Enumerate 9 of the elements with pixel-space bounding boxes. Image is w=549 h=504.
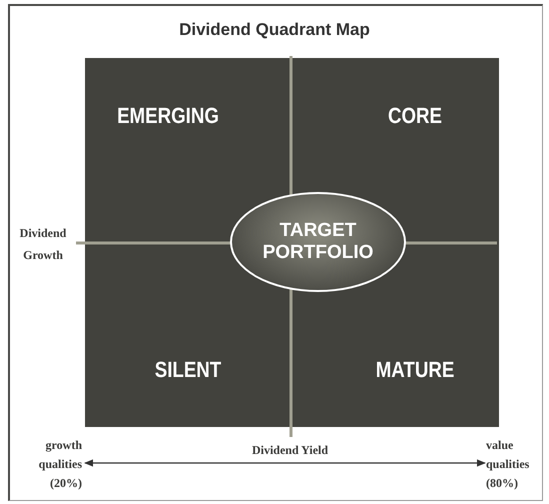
double-arrow	[84, 459, 486, 467]
quadrant-label: EMERGING	[117, 102, 219, 128]
quadrant-label: MATURE	[364, 357, 466, 383]
title: Dividend Quadrant Map	[178, 20, 371, 40]
axis-end-label: growth qualities (20%)	[10, 436, 82, 493]
axis-title: Dividend Growth	[18, 225, 68, 264]
quadrant-label: CORE	[364, 102, 466, 128]
quadrant-label: SILENT	[137, 357, 239, 383]
axis-end-label: value qualities (80%)	[486, 436, 546, 493]
